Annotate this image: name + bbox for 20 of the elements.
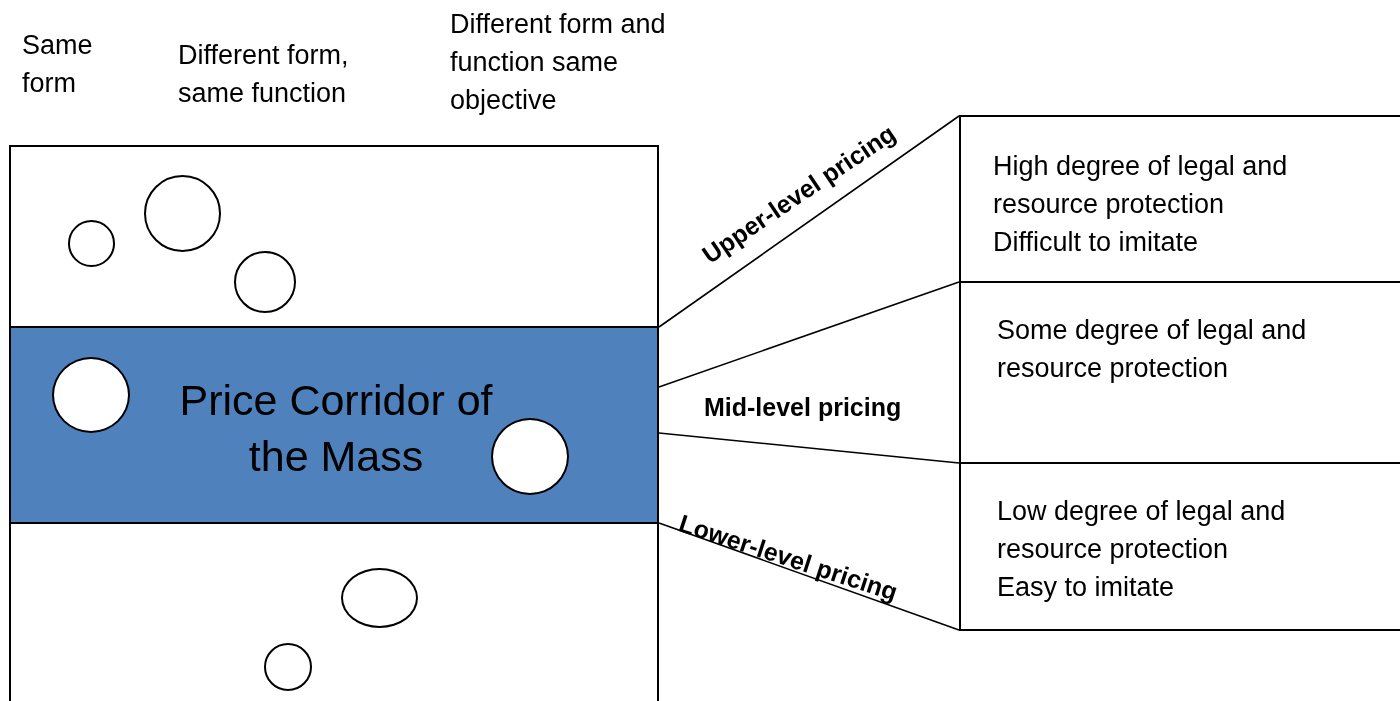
connector-line — [658, 522, 960, 631]
column-heading: Different form and function same objective — [450, 8, 667, 117]
connector-line — [658, 115, 960, 328]
imitation-text: Difficult to imitate — [993, 226, 1199, 259]
band-title: Price Corridor of the Mass — [178, 375, 494, 482]
connector-line — [658, 432, 960, 464]
price-corridor-band — [9, 326, 659, 524]
column-heading: Different form, same function — [178, 39, 350, 110]
circle-shape — [68, 220, 115, 267]
pricing-level-label: Mid-level pricing — [704, 392, 902, 423]
protection-text: Some degree of legal and resource protection — [997, 314, 1308, 385]
connector-line — [658, 281, 960, 388]
description-box — [959, 115, 1400, 283]
protection-text: Low degree of legal and resource protection — [997, 495, 1287, 566]
description-box — [959, 462, 1400, 631]
imitation-text: Easy to imitate — [997, 571, 1175, 604]
column-heading: Same form — [22, 29, 94, 100]
protection-text: High degree of legal and resource protection — [993, 150, 1289, 221]
rectangle-shape — [9, 145, 659, 701]
circle-shape — [264, 643, 312, 691]
